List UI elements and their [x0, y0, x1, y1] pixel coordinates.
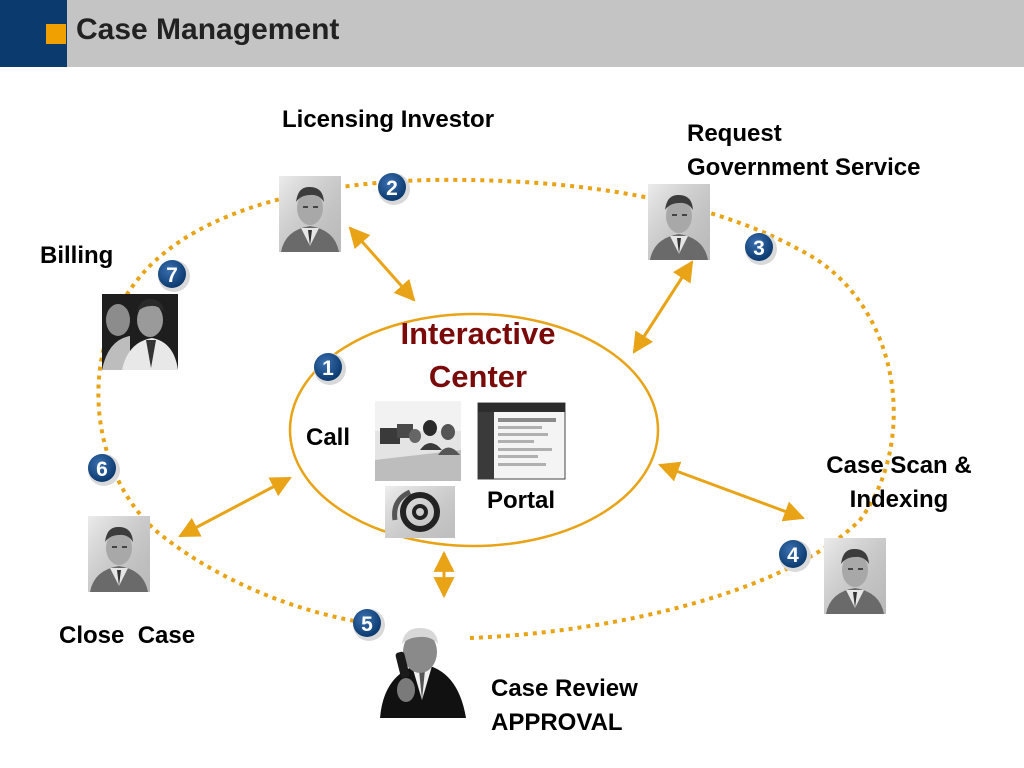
step5-label: Case Review APPROVAL: [491, 672, 638, 740]
step4-person-photo: [824, 538, 886, 614]
interactive-center-ellipse: [288, 312, 660, 548]
step6-label: Close Case: [59, 622, 196, 649]
portal-label: Portal: [487, 487, 556, 514]
title-bar: Case Management: [0, 0, 1024, 67]
portal-screenshot: [477, 402, 566, 480]
step7-label: Billing: [40, 242, 114, 269]
step5-review-photo: [380, 628, 466, 718]
step-badge-5: 5: [353, 609, 385, 641]
step5-label-line2: APPROVAL: [491, 709, 623, 736]
step-badge-7: 7: [158, 260, 190, 292]
step-badge-3: 3: [745, 233, 777, 265]
step3-label: Request Government Service: [687, 117, 920, 185]
center-title-line2: Center: [428, 359, 528, 394]
step-badge-3-number: 3: [753, 237, 765, 260]
step-badge-6: 6: [88, 454, 120, 486]
step-badge-7-number: 7: [166, 264, 178, 287]
step4-label-line1: Case Scan &: [826, 452, 972, 479]
step-badge-5-number: 5: [361, 613, 373, 636]
arrow-center-step3: [632, 260, 694, 354]
step-badge-6-number: 6: [96, 458, 108, 481]
step4-label: Case Scan & Indexing: [806, 449, 992, 517]
step-badge-1: 1: [314, 353, 346, 385]
step6-person-photo: [88, 516, 150, 592]
step7-billing-photo: [102, 294, 178, 370]
arrow-center-step2: [348, 226, 416, 302]
step3-label-line1: Request: [687, 120, 782, 147]
step2-person-photo: [279, 176, 341, 252]
arrow-center-step6: [178, 476, 292, 538]
step3-label-line2: Government Service: [687, 154, 921, 181]
interactive-center-title: Interactive Center: [378, 312, 578, 398]
step2-label: Licensing Investor: [282, 106, 495, 133]
step5-label-line1: Case Review: [491, 675, 638, 702]
step3-person-photo: [648, 184, 710, 260]
page-title: Case Management: [76, 13, 340, 46]
center-title-line1: Interactive: [400, 316, 556, 351]
step-badge-2-number: 2: [386, 177, 398, 200]
call-center-photo: [375, 401, 461, 481]
step-badge-2: 2: [378, 173, 410, 205]
call-label: Call: [306, 424, 351, 451]
title-bullet-icon: [46, 24, 66, 44]
step4-label-line2: Indexing: [849, 486, 949, 513]
arrow-center-step4: [658, 461, 805, 522]
step-badge-4: 4: [779, 540, 811, 572]
step-badge-1-number: 1: [322, 357, 334, 380]
step-badge-4-number: 4: [787, 544, 799, 567]
email-at-icon: [385, 486, 455, 538]
